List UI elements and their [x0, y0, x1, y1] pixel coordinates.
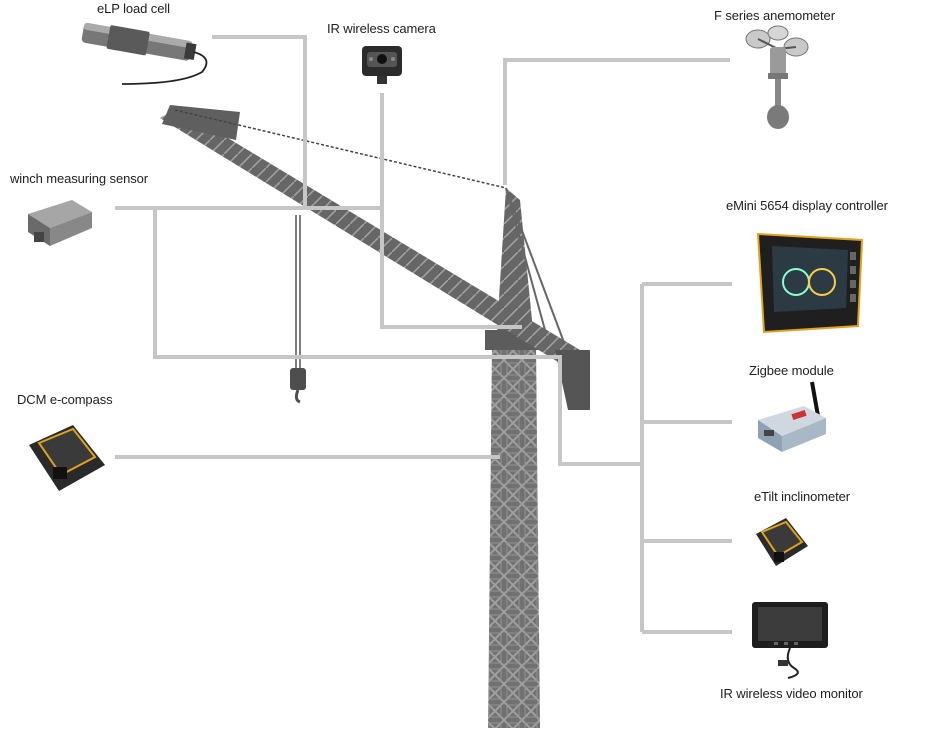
load-cell-label: eLP load cell	[97, 1, 170, 16]
camera-label: IR wireless camera	[327, 21, 436, 36]
anemometer-label: F series anemometer	[714, 8, 835, 23]
winch-sensor-label: winch measuring sensor	[10, 171, 148, 186]
display-controller-label: eMini 5654 display controller	[726, 198, 888, 213]
zigbee-label: Zigbee module	[749, 363, 834, 378]
video-monitor-label: IR wireless video monitor	[720, 686, 863, 701]
crane-hook	[290, 215, 306, 404]
connector-lines	[115, 35, 732, 634]
inclinometer-label: eTilt inclinometer	[754, 489, 850, 504]
crane-mast	[485, 330, 545, 728]
crane-jib	[160, 105, 590, 410]
crane-top-tower	[497, 187, 566, 346]
e-compass-label: DCM e-compass	[17, 392, 113, 407]
